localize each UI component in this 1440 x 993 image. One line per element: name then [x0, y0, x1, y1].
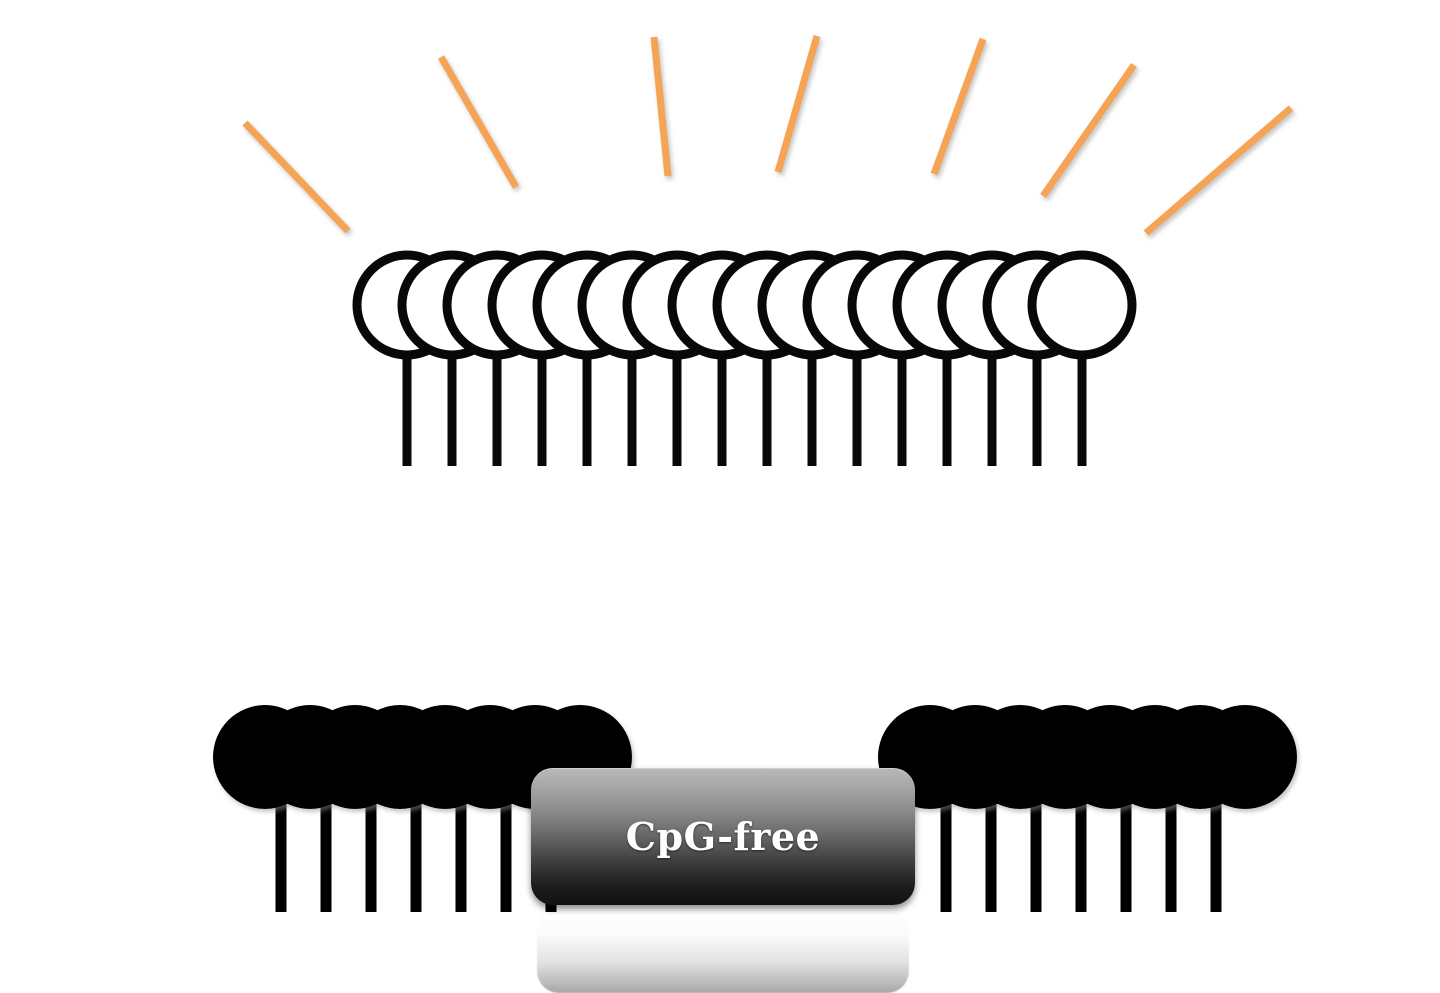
bottom-right-head-filled — [1193, 705, 1297, 809]
cpg-free-button-label: CpG-free — [625, 814, 821, 859]
expression-ray-2 — [437, 55, 520, 189]
expression-ray-1 — [242, 120, 351, 234]
bottom-right-heads — [878, 705, 1297, 809]
expression-ray-4 — [774, 35, 821, 173]
cpg-free-button[interactable]: CpG-free — [531, 768, 915, 905]
expression-rays-group — [242, 35, 1294, 236]
expression-ray-3 — [650, 36, 672, 177]
expression-ray-6 — [1040, 63, 1137, 198]
expression-ray-7 — [1143, 105, 1294, 236]
expression-ray-5 — [930, 37, 987, 176]
top-lollipop-head-open — [1027, 250, 1137, 360]
top-lollipop-heads — [352, 250, 1137, 360]
